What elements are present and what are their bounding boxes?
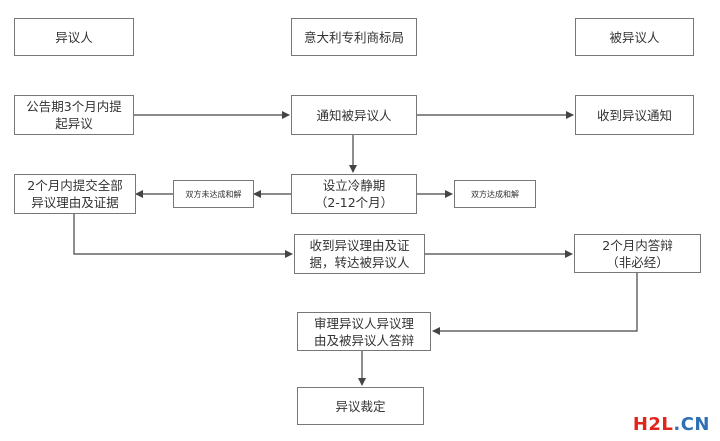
step-submit-grounds: 2个月内提交全部 异议理由及证据 <box>14 174 136 214</box>
step-settlement: 双方达成和解 <box>454 180 536 208</box>
step-reply: 2个月内答辩 （非必经） <box>574 234 701 273</box>
arrow-submit-to-receive-grounds <box>73 214 293 258</box>
arrow-reply-to-examine <box>432 273 638 335</box>
watermark-domain: .CN <box>673 414 710 435</box>
site-watermark: H2L.CN <box>633 414 710 435</box>
step-no-settlement-label: 双方未达成和解 <box>185 189 242 199</box>
watermark-brand: H2L <box>632 414 674 435</box>
step-receive-grounds: 收到异议理由及证 据，转达被异议人 <box>294 234 425 274</box>
step-settlement-label: 双方达成和解 <box>471 189 519 199</box>
header-patent-office-label: 意大利专利商标局 <box>303 29 404 45</box>
step-examine-label: 审理异议人异议理 由及被异议人答辩 <box>313 315 414 348</box>
header-opposed-party-label: 被异议人 <box>609 29 660 45</box>
step-file-opposition: 公告期3个月内提 起异议 <box>14 95 134 135</box>
step-decision: 异议裁定 <box>297 387 424 425</box>
step-receive-notice-label: 收到异议通知 <box>596 107 672 123</box>
step-file-opposition-label: 公告期3个月内提 起异议 <box>26 99 122 131</box>
step-examine: 审理异议人异议理 由及被异议人答辩 <box>297 312 431 351</box>
step-submit-grounds-label: 2个月内提交全部 异议理由及证据 <box>27 178 123 210</box>
header-patent-office: 意大利专利商标局 <box>291 18 417 56</box>
header-opponent-label: 异议人 <box>55 29 93 45</box>
step-reply-label: 2个月内答辩 （非必经） <box>602 237 673 270</box>
step-notify-opposed-label: 通知被异议人 <box>316 107 392 123</box>
step-cooling-off-label: 设立冷静期 （2-12个月） <box>314 178 394 210</box>
step-no-settlement: 双方未达成和解 <box>173 180 254 208</box>
step-notify-opposed: 通知被异议人 <box>291 95 417 135</box>
step-receive-grounds-label: 收到异议理由及证 据，转达被异议人 <box>309 238 410 270</box>
header-opponent: 异议人 <box>14 18 134 56</box>
header-opposed-party: 被异议人 <box>575 18 694 56</box>
step-decision-label: 异议裁定 <box>335 398 386 414</box>
step-receive-notice: 收到异议通知 <box>575 95 694 135</box>
step-cooling-off: 设立冷静期 （2-12个月） <box>291 174 417 214</box>
